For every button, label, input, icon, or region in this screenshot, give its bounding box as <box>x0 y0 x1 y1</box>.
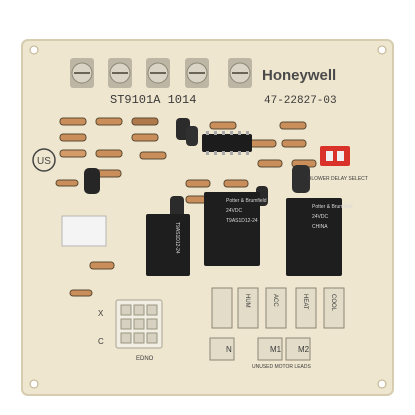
relay-text: CHINA <box>312 224 328 230</box>
terminal-m2: M2 <box>298 345 310 354</box>
capacitor-group <box>84 118 310 218</box>
relay-text: 24VDC <box>226 208 243 214</box>
fuse-block <box>61 215 107 247</box>
blower-delay-label: BLOWER DELAY SELECT <box>308 176 368 182</box>
relay-text: T9AS1D12-24 <box>174 222 180 254</box>
terminal-cool: COOL <box>330 294 336 312</box>
ul-logo-icon: US <box>32 148 56 172</box>
unused-motor-leads-label: UNUSED MOTOR LEADS <box>252 364 311 370</box>
ic-chip <box>202 131 252 155</box>
screw-terminal <box>146 58 170 88</box>
blower-delay-dip-switch <box>320 146 350 166</box>
terminal-acc: ACC <box>272 294 278 307</box>
resistor-array <box>55 117 317 297</box>
m1-terminal <box>257 337 283 361</box>
relay-left: T9AS1D12-24 <box>146 214 190 276</box>
relay-text: 24VDC <box>312 214 329 220</box>
relay-right: Potter & Brumfield 24VDC CHINA <box>286 198 353 276</box>
mounting-holes <box>29 45 387 389</box>
brand-logo-text: Honeywell <box>262 67 336 84</box>
screw-terminal <box>185 58 209 88</box>
terminal-hum: HUM <box>244 294 250 308</box>
terminal-m1: M1 <box>270 345 282 354</box>
model-number: ST9101A 1014 <box>110 93 196 107</box>
left-terminal-x: X <box>98 309 104 318</box>
edge-label: EDNO <box>136 356 154 362</box>
n-terminal <box>209 337 235 361</box>
relay-text: Potter & Brumfield <box>226 198 267 204</box>
svg-text:US: US <box>37 156 51 167</box>
relay-text: Potter & Brumfield <box>312 204 353 210</box>
top-terminal-row <box>70 58 252 88</box>
molex-connector <box>115 299 163 349</box>
screw-terminal <box>70 58 94 88</box>
relay-text: T9AS1D12-24 <box>226 218 258 224</box>
terminal-n: N <box>226 345 232 354</box>
left-terminal-c: C <box>98 337 104 346</box>
screw-terminal <box>228 58 252 88</box>
spade-terminals <box>211 287 345 329</box>
terminal-heat: HEAT <box>302 294 308 310</box>
relay-center: Potter & Brumfield 24VDC T9AS1D12-24 <box>204 192 267 266</box>
part-number: 47-22827-03 <box>264 95 337 107</box>
screw-terminal <box>108 58 132 88</box>
m2-terminal <box>285 337 311 361</box>
